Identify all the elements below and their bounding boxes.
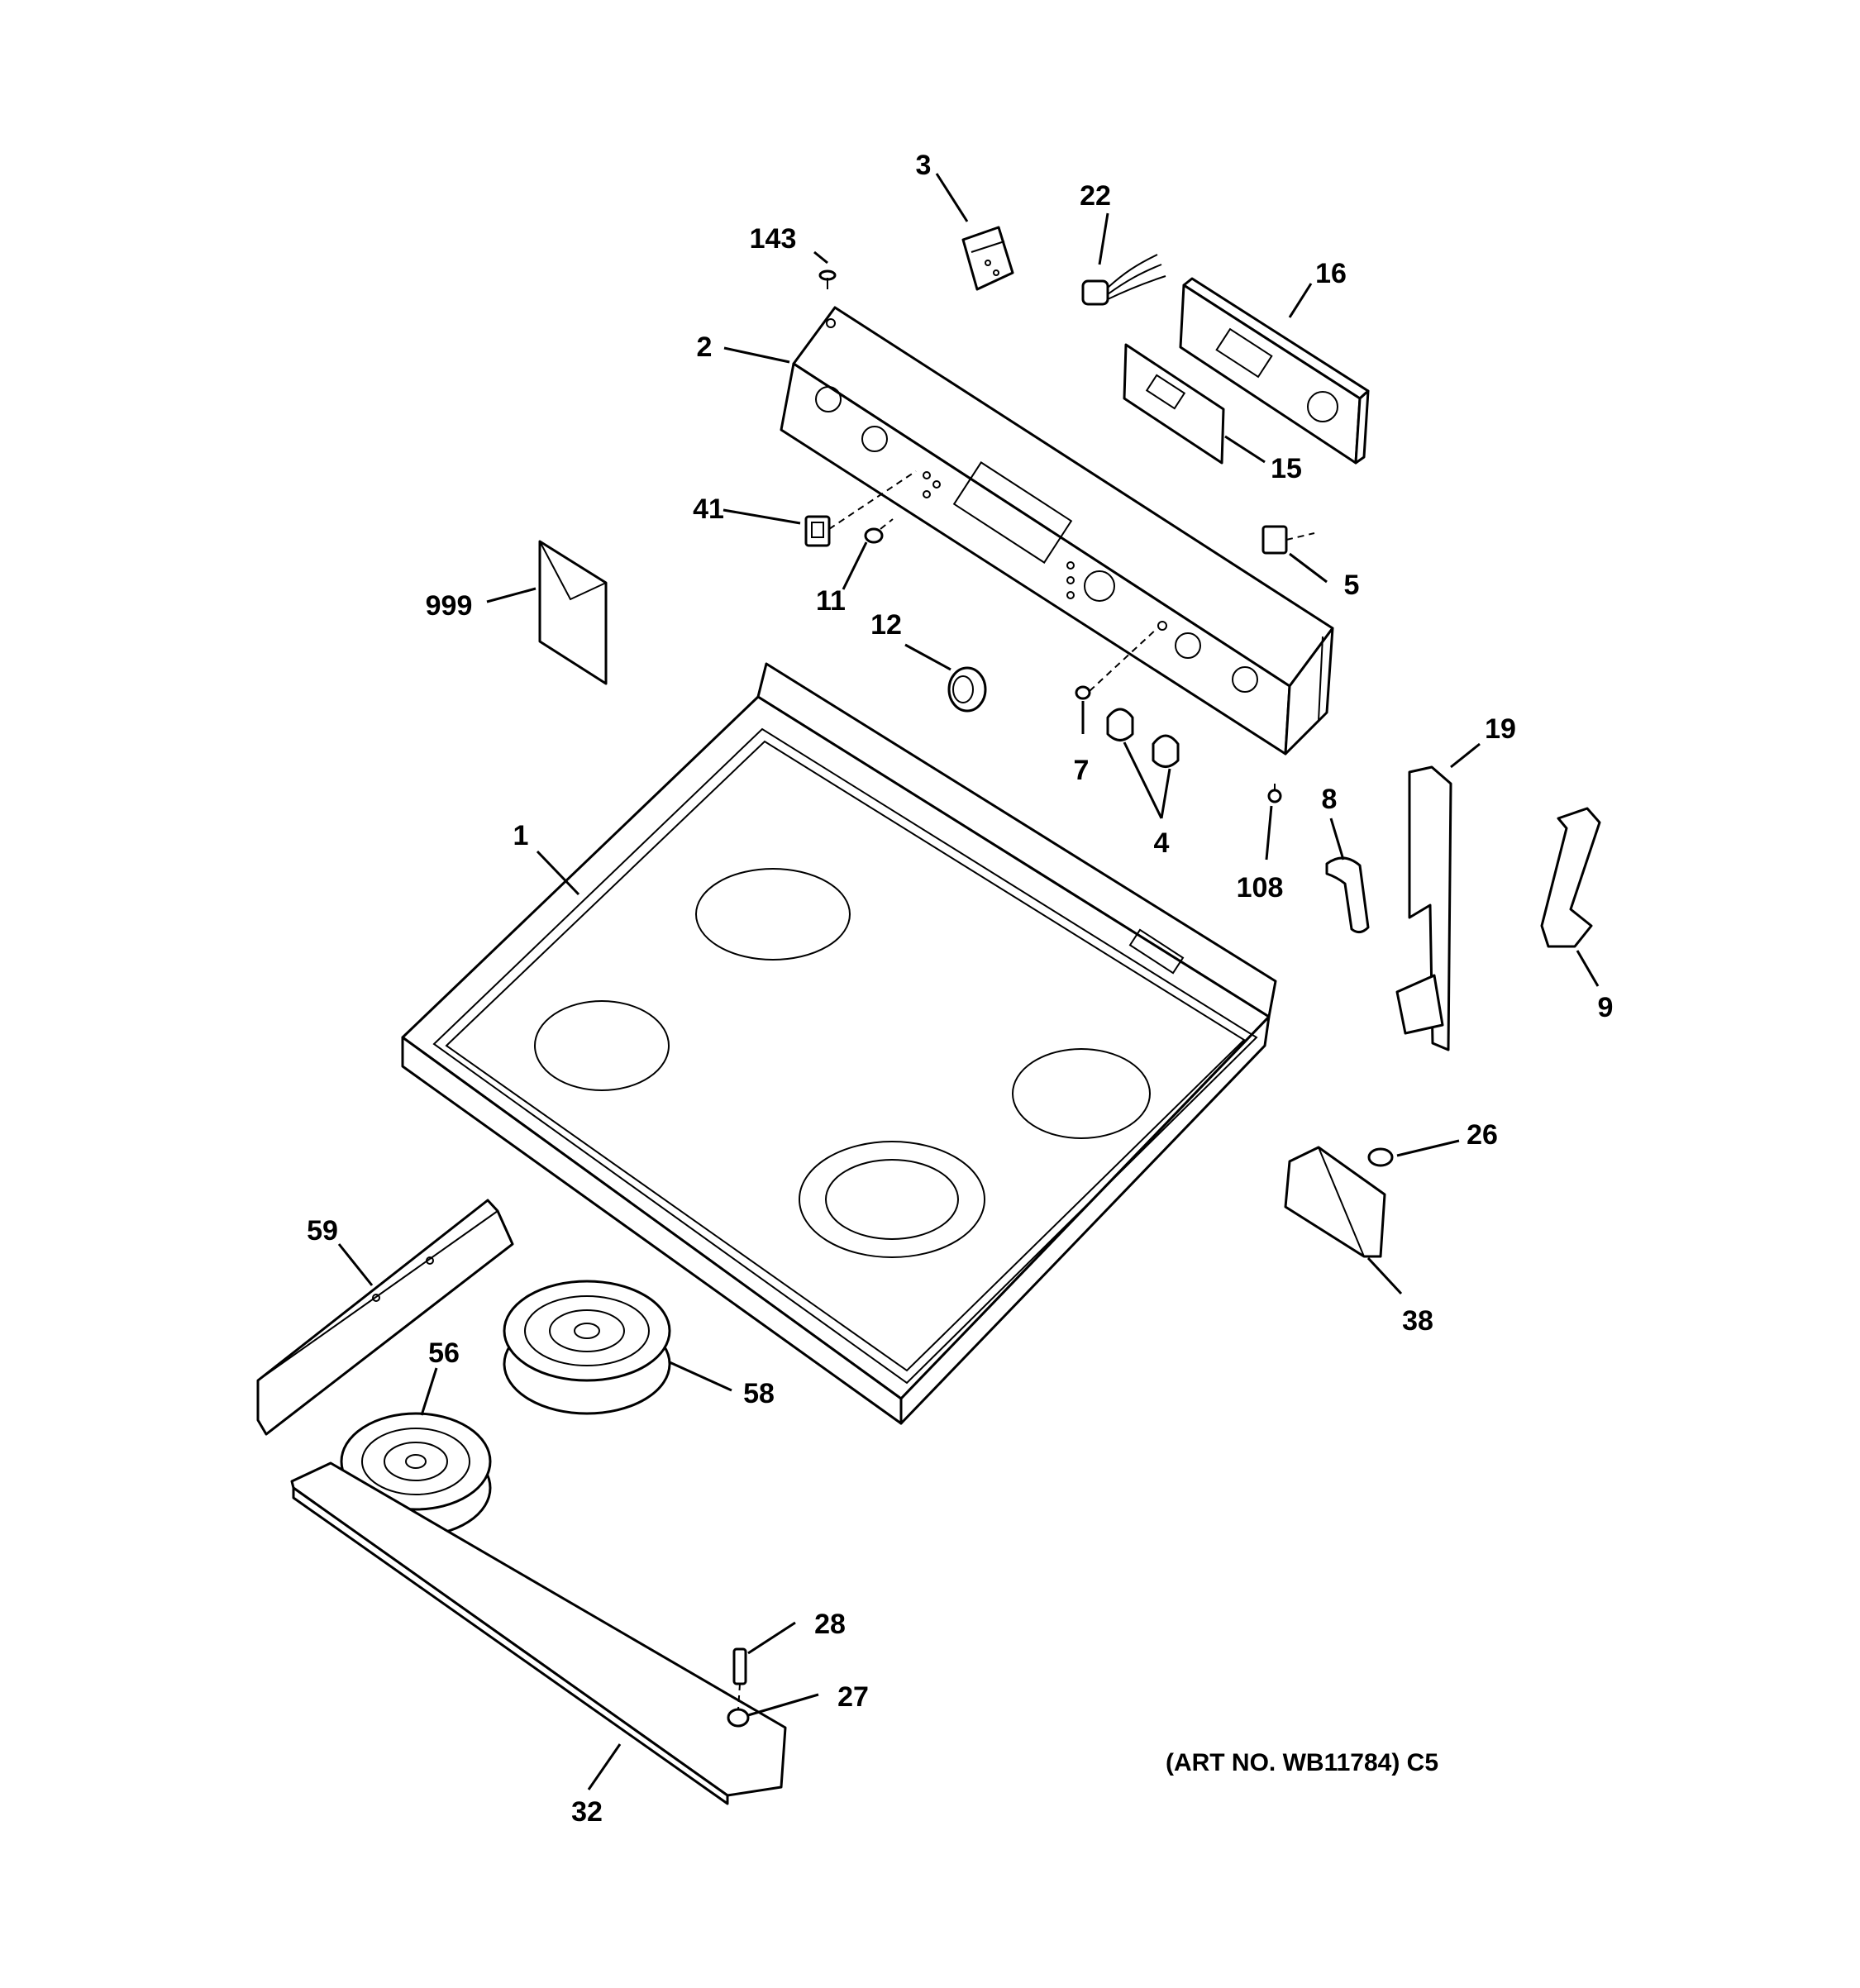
callout-32: 32: [571, 1796, 603, 1828]
part-41-switch: [804, 515, 831, 547]
callout-2: 2: [697, 331, 713, 363]
callout-8: 8: [1322, 784, 1338, 815]
callout-56: 56: [428, 1337, 460, 1369]
callout-15: 15: [1271, 453, 1302, 484]
part-5-switch: [1261, 525, 1288, 555]
part-4-knobs: [1106, 708, 1180, 768]
part-11-lamp: [864, 527, 884, 544]
callout-5: 5: [1344, 570, 1360, 601]
callout-27: 27: [837, 1681, 869, 1713]
callout-38: 38: [1402, 1305, 1433, 1337]
callout-11: 11: [816, 585, 846, 617]
part-26-clip: [1367, 1147, 1394, 1167]
part-16-control-board: [1179, 277, 1370, 465]
part-143-screw: [818, 269, 837, 289]
callout-1: 1: [513, 820, 529, 851]
part-3-terminal-block: [961, 226, 1014, 291]
part-59-support-bracket: [256, 1199, 514, 1436]
callout-26: 26: [1467, 1119, 1498, 1151]
part-27-terminal-block: [727, 1708, 750, 1728]
part-38-receptacle: [1284, 1146, 1386, 1258]
callout-22: 22: [1080, 180, 1111, 212]
control-panel-backsplash: [780, 306, 1334, 756]
callout-58: 58: [743, 1378, 775, 1409]
part-28-terminal-post: [732, 1647, 747, 1685]
part-12-knob: [947, 666, 987, 713]
part-999-literature: [538, 540, 608, 685]
callout-3: 3: [916, 150, 932, 181]
part-7-insert: [1075, 685, 1091, 700]
part-108-screw: [1267, 784, 1282, 803]
callout-16: 16: [1315, 258, 1347, 289]
part-58-radiant-element: [503, 1280, 671, 1415]
callout-7: 7: [1074, 755, 1090, 786]
callout-41: 41: [693, 493, 724, 525]
callout-143: 143: [750, 223, 797, 255]
art-number: (ART NO. WB11784) C5: [1166, 1749, 1438, 1776]
cooktop-maintop: [401, 662, 1277, 1425]
callout-4: 4: [1154, 827, 1170, 859]
part-8-bracket: [1325, 856, 1370, 933]
part-15-overlay: [1123, 343, 1225, 465]
part-19-side-trim: [1395, 765, 1452, 1051]
callout-28: 28: [814, 1609, 846, 1640]
callout-9: 9: [1598, 992, 1614, 1023]
callout-labels: 3 22 143 16 2 15 41 5 11 999 12 7 4 19 1…: [307, 150, 1613, 1828]
callout-19: 19: [1485, 713, 1516, 745]
part-22-wire-harness: [1081, 254, 1166, 306]
part-32-element-support: [290, 1461, 787, 1805]
callout-12: 12: [870, 609, 902, 641]
callout-59: 59: [307, 1215, 338, 1247]
leader-lines: [337, 173, 1600, 1790]
callout-108: 108: [1237, 872, 1284, 903]
part-9-end-cap: [1540, 807, 1601, 948]
callout-999: 999: [426, 590, 473, 622]
